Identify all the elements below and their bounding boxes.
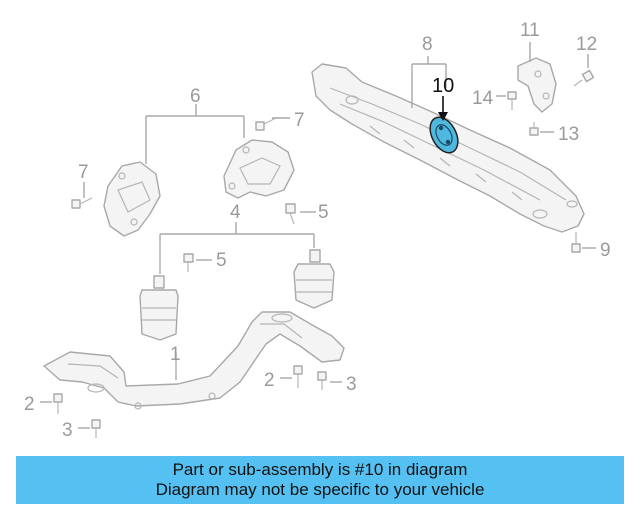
- callout-13: 13: [558, 124, 579, 145]
- front-crossmember: [43, 311, 345, 410]
- engine-mount-right: [293, 249, 335, 309]
- callout-9: 9: [600, 240, 611, 261]
- callout-11: 11: [520, 20, 540, 41]
- bolt-5-lower: [183, 253, 194, 272]
- callout-2-right: 2: [264, 370, 275, 391]
- highlighted-part-10-mount[interactable]: [424, 113, 463, 158]
- callout-2-left: 2: [24, 394, 35, 415]
- callout-1: 1: [170, 344, 181, 365]
- bolt-2-left: [53, 393, 63, 414]
- bolt-14: [507, 91, 517, 110]
- callout-10: 10: [432, 75, 454, 97]
- bolt-7-right: [255, 117, 277, 131]
- leader-4: [159, 222, 315, 274]
- bolt-3-left: [91, 419, 101, 438]
- callout-7-right: 7: [294, 110, 305, 131]
- callout-5-upper: 5: [318, 202, 329, 223]
- leader-8: [411, 56, 447, 108]
- engine-mount-bracket-left: [103, 161, 161, 237]
- callout-4: 4: [230, 202, 241, 223]
- callout-3-left: 3: [62, 420, 73, 441]
- bolt-2-right: [293, 365, 303, 388]
- bolt-13: [529, 122, 539, 136]
- bolt-9: [571, 232, 581, 253]
- callout-14: 14: [472, 88, 494, 109]
- bolt-5-upper: [285, 203, 296, 225]
- callout-5-lower: 5: [216, 250, 227, 271]
- leader-6: [145, 104, 245, 164]
- callout-12: 12: [576, 34, 597, 55]
- callout-7-left: 7: [78, 162, 89, 183]
- callout-6: 6: [190, 86, 201, 107]
- bolt-3-right: [317, 371, 327, 390]
- bolt-12: [573, 69, 595, 87]
- callout-10-arrowhead: [438, 112, 448, 121]
- bolt-7-left: [71, 197, 93, 209]
- callout-8: 8: [422, 34, 433, 55]
- bracket-11: [517, 57, 557, 113]
- info-banner: Part or sub-assembly is #10 in diagram D…: [16, 456, 624, 504]
- engine-mount-left: [139, 275, 179, 341]
- parts-diagram: 8 10 11 12 14 13 9 6 7 7 4 5 5 1 2 3 2 3: [24, 20, 611, 441]
- callout-3-right: 3: [346, 374, 357, 395]
- engine-mount-bracket-right: [223, 139, 295, 199]
- banner-line-2: Diagram may not be specific to your vehi…: [155, 480, 485, 499]
- banner-line-1: Part or sub-assembly is #10 in diagram: [172, 460, 468, 479]
